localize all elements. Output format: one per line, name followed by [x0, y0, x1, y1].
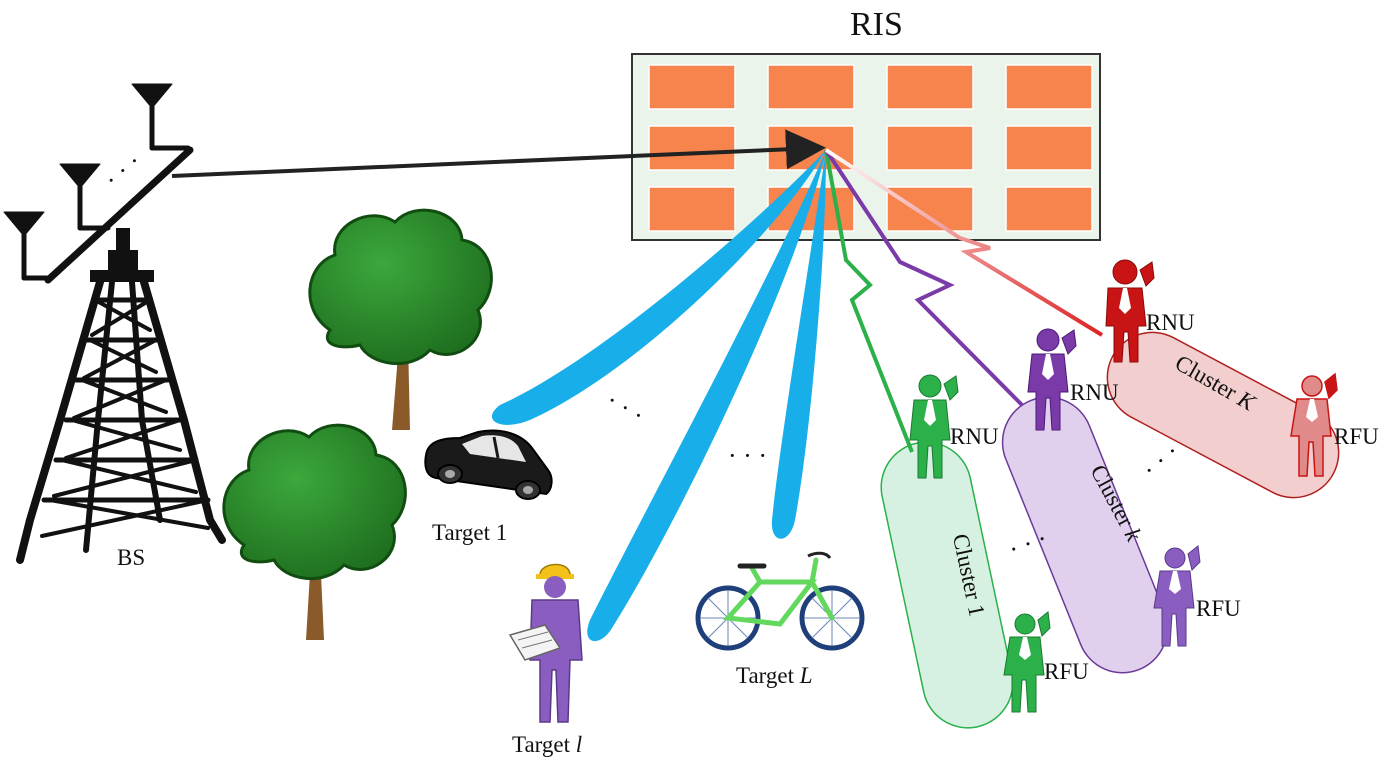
worker-icon: [508, 563, 583, 723]
cluster-1-capsule: [880, 441, 1014, 729]
bicycle-icon: [695, 551, 865, 651]
antenna-icon: [131, 83, 191, 151]
user-phone-icon: [1105, 259, 1155, 363]
cluster-dots-2: · · ·: [1137, 437, 1186, 484]
cell-tower-icon: [3, 83, 226, 564]
rfu-label-cluster-k: RFU: [1196, 596, 1241, 621]
beam-dots-2: · · ·: [728, 441, 767, 470]
user-phone-icon: [1003, 611, 1051, 713]
link-cluster-k: [824, 148, 1024, 407]
rfu-label-cluster-K: RFU: [1334, 424, 1379, 449]
ris-elements: [648, 64, 1093, 232]
rnu-label-cluster-k: RNU: [1070, 380, 1119, 405]
antenna-icon: [59, 163, 111, 231]
link-cluster-K: [824, 148, 1104, 337]
antenna-icon: [3, 211, 53, 281]
antenna-dots: · · ·: [99, 147, 148, 194]
cluster-k-capsule: [1001, 396, 1169, 674]
ris-label: RIS: [850, 6, 903, 43]
bs-label: BS: [117, 545, 145, 570]
sensing-beams: [491, 150, 826, 642]
rnu-label-cluster-K: RNU: [1146, 310, 1195, 335]
link-cluster-1: [824, 149, 914, 453]
user-phone-icon: [1290, 372, 1338, 477]
target-1-label: Target 1: [432, 520, 507, 545]
cluster-K-capsule: [1106, 331, 1340, 499]
tree-icon: [222, 423, 407, 640]
ris-panel: [631, 53, 1101, 241]
user-phone-icon: [909, 374, 959, 479]
car-icon: [424, 429, 553, 500]
target-l-label: Target l: [512, 732, 582, 757]
bs-to-ris-arrow: [171, 129, 826, 178]
rfu-label-cluster-1: RFU: [1044, 659, 1089, 684]
beam-dots-1: · · ·: [601, 386, 649, 431]
user-phone-icon: [1153, 545, 1201, 647]
target-L-label: Target L: [736, 663, 813, 688]
user-phone-icon: [1027, 328, 1077, 431]
rnu-label-cluster-1: RNU: [950, 424, 999, 449]
tree-icon: [308, 208, 493, 430]
